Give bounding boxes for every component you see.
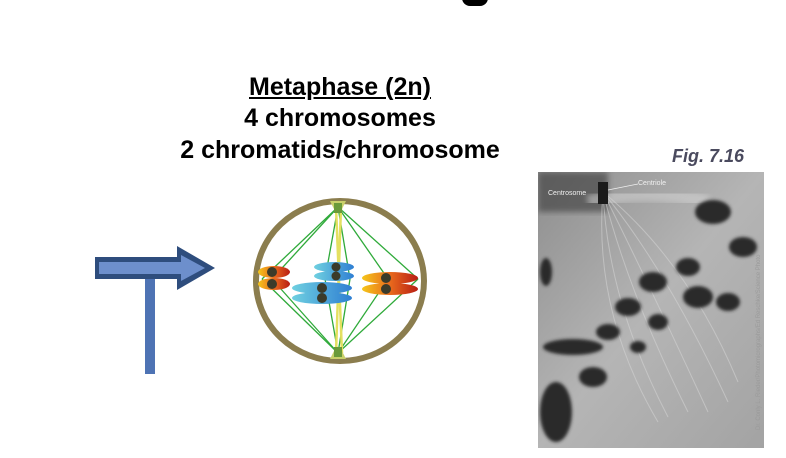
centrosome-top (330, 201, 346, 213)
chromosome-count: 4 chromosomes (244, 104, 436, 132)
label-centriole: Centriole (638, 180, 667, 187)
metaphase-micrograph (538, 172, 764, 448)
heading-block: Metaphase (2n) 4 chromosomes 2 chromatid… (145, 72, 535, 166)
label-centrosome: Centrosome (548, 190, 587, 197)
chromosome-center-bottom (292, 282, 352, 304)
photo-credit: Dr. Conly L. Rieder/Photomicrographs/Ed … (756, 254, 762, 430)
centrosome-bottom (330, 347, 346, 359)
chromatid-count: 2 chromatids/chromosome (180, 136, 500, 164)
chromosome-right (362, 272, 418, 295)
figure-label: Fig. 7.16 (672, 146, 745, 166)
chromosome-left (258, 266, 290, 290)
chromosome-center-top (314, 262, 354, 281)
title-fragment (462, 0, 488, 6)
phase-title: Metaphase (2n) (249, 73, 431, 101)
metaphase-cell-diagram (253, 198, 427, 364)
process-arrow-icon (95, 246, 215, 374)
arrow-stem (145, 276, 155, 374)
